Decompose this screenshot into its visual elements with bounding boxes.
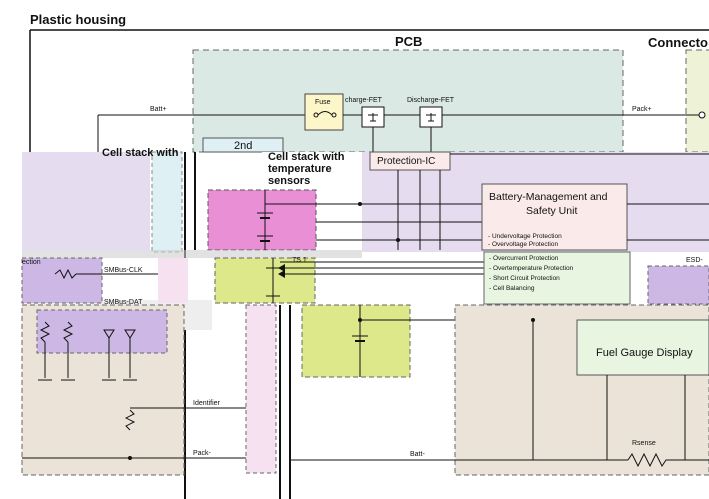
cell-stack-left-label: Cell stack with (102, 147, 179, 159)
discharge-fet-label: Discharge-FET (407, 97, 455, 104)
ts1-label: TS 1 (292, 257, 307, 264)
ground-wires (44, 338, 131, 378)
resistor-icon (62, 321, 74, 343)
diode-icon (103, 329, 115, 339)
arrow-icon (278, 270, 285, 278)
second-label: 2nd (234, 140, 252, 152)
bms-feature: - Overcurrent Protection (489, 255, 559, 262)
charge-fet-label: charge-FET (345, 97, 383, 104)
pink-connector-strip (245, 304, 277, 474)
charge-fet-icon (368, 113, 378, 122)
left-lavender-panel (22, 152, 150, 250)
cell-stack-line3: sensors (268, 175, 310, 187)
bms-feature: - Undervoltage Protection (488, 233, 562, 240)
fuel-gauge-box (576, 319, 709, 376)
glitch-band (22, 250, 362, 258)
esd-label: ESD- (686, 257, 703, 264)
bms-feature-panel (483, 251, 631, 305)
fuel-gauge-label: Fuel Gauge Display (596, 347, 693, 359)
pcb-region (192, 49, 624, 153)
protection-ic-box (369, 151, 451, 171)
arrow-icon (278, 264, 285, 272)
left-blue-strip (151, 151, 183, 253)
pink-strip (158, 258, 188, 303)
ection-label: ection (22, 259, 41, 266)
esd-left-block (21, 257, 103, 304)
bms-feature: - Overvoltage Protection (488, 241, 558, 248)
resistor-icon (54, 268, 77, 280)
smbus-clk-label: SMBus-CLK (104, 267, 143, 274)
resistor-icon (39, 321, 51, 343)
discharge-fet-icon (426, 113, 436, 122)
smbus-dat-label: SMBus-DAT (104, 299, 143, 306)
bms-title-line1: Battery-Management and (489, 191, 608, 203)
junction-dot (358, 202, 362, 206)
bms-box (481, 183, 628, 251)
diode-icon (124, 329, 136, 339)
batt-minus-label: Batt- (410, 451, 425, 458)
cell-stack-caption-bg (262, 152, 362, 192)
lime-cell-block (214, 257, 316, 304)
cell-stack-line1: Cell stack with (268, 151, 345, 163)
resistor-icon (124, 409, 136, 431)
bms-feature: - Cell Balancing (489, 285, 535, 292)
second-box (202, 137, 284, 153)
fuse-label: Fuse (315, 99, 331, 106)
identifier-label: Identifier (193, 400, 221, 407)
connector-region (685, 49, 709, 153)
junction-dot (128, 456, 132, 460)
esd-right-block (647, 265, 709, 305)
rsense-resistor (627, 452, 709, 468)
protection-ic-label: Protection-IC (377, 156, 435, 167)
fuse-icon (317, 111, 333, 116)
bms-feature: - Short Circuit Protection (489, 275, 560, 282)
connector-label: Connecto (648, 35, 708, 50)
pcb-label: PCB (395, 34, 422, 49)
pack-plus-terminal (698, 111, 706, 119)
rsense-label: Rsense (632, 440, 656, 447)
esd-lower-block (36, 309, 168, 354)
bms-title-line2: Safety Unit (526, 205, 577, 217)
cell-stack-line2: temperature (268, 163, 332, 175)
batt-plus-label: Batt+ (150, 106, 167, 113)
bms-feature: - Overtemperature Protection (489, 265, 574, 272)
pack-plus-label: Pack+ (632, 106, 652, 113)
housing-title: Plastic housing (30, 12, 126, 27)
pack-minus-label: Pack- (193, 450, 212, 457)
